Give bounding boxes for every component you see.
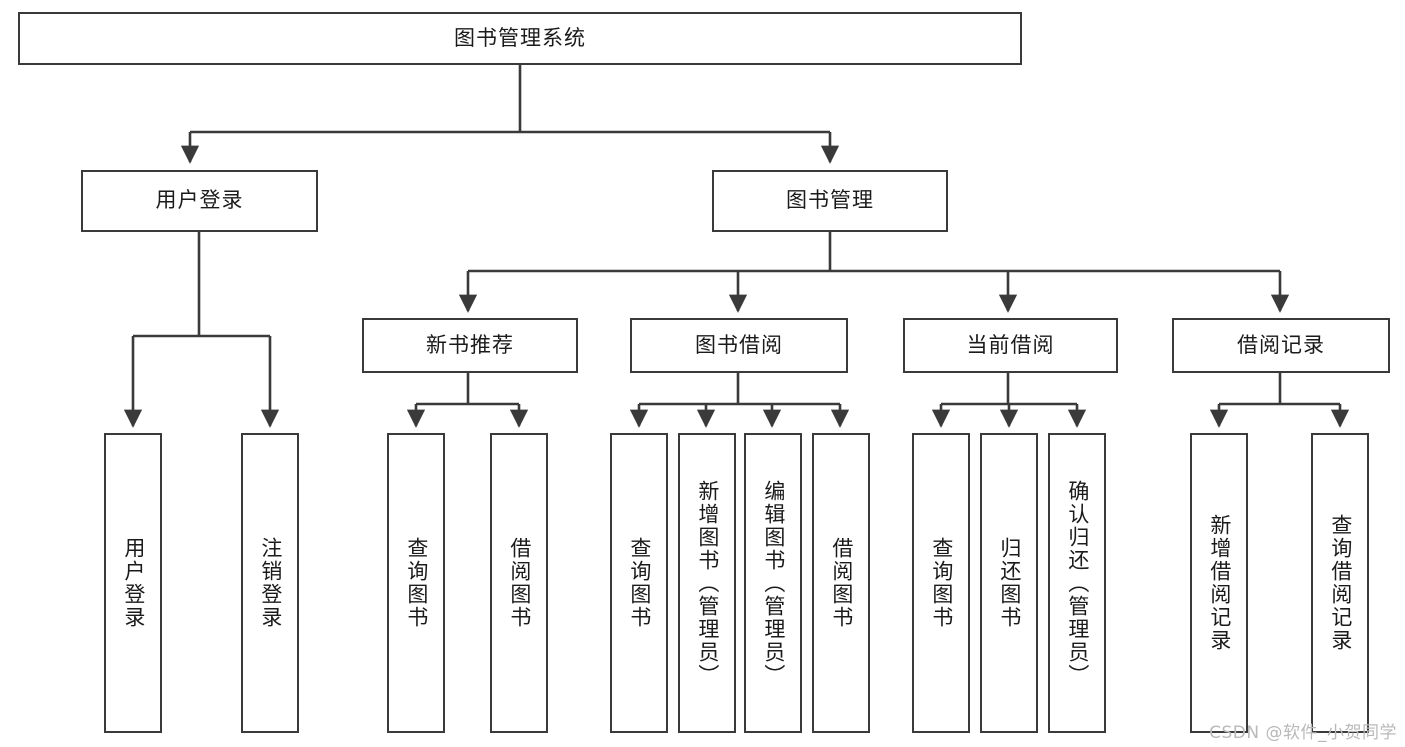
node-book-borrow[interactable]: 图书借阅 — [630, 318, 848, 373]
leaf-borrow-edit-book-label: 编辑图书（管理员） — [761, 479, 786, 687]
leaf-borrow-borrow-book[interactable]: 借阅图书 — [812, 433, 870, 733]
node-user-login[interactable]: 用户登录 — [81, 170, 318, 232]
leaf-current-confirm-return-label: 确认归还（管理员） — [1065, 479, 1090, 687]
leaf-new-book-borrow[interactable]: 借阅图书 — [490, 433, 548, 733]
leaf-user-login-signout[interactable]: 注销登录 — [241, 433, 299, 733]
leaf-user-login-signout-label: 注销登录 — [258, 537, 283, 629]
leaf-record-add[interactable]: 新增借阅记录 — [1190, 433, 1248, 733]
leaf-record-add-label: 新增借阅记录 — [1207, 514, 1232, 652]
node-root-system[interactable]: 图书管理系统 — [18, 12, 1022, 65]
leaf-new-book-query-label: 查询图书 — [404, 537, 429, 629]
node-borrow-record-label: 借阅记录 — [1237, 332, 1325, 357]
node-borrow-record[interactable]: 借阅记录 — [1172, 318, 1390, 373]
leaf-borrow-add-book-label: 新增图书（管理员） — [695, 479, 720, 687]
leaf-current-confirm-return[interactable]: 确认归还（管理员） — [1048, 433, 1106, 733]
node-new-book-recommend-label: 新书推荐 — [426, 332, 514, 357]
node-current-borrow[interactable]: 当前借阅 — [903, 318, 1118, 373]
leaf-current-return-book-label: 归还图书 — [997, 537, 1022, 629]
node-new-book-recommend[interactable]: 新书推荐 — [362, 318, 578, 373]
leaf-current-return-book[interactable]: 归还图书 — [980, 433, 1038, 733]
node-user-login-label: 用户登录 — [155, 188, 244, 213]
leaf-current-query-book-label: 查询图书 — [929, 537, 954, 629]
leaf-new-book-query[interactable]: 查询图书 — [387, 433, 445, 733]
leaf-current-query-book[interactable]: 查询图书 — [912, 433, 970, 733]
node-current-borrow-label: 当前借阅 — [966, 332, 1055, 357]
leaf-borrow-query-book[interactable]: 查询图书 — [610, 433, 668, 733]
leaf-borrow-borrow-book-label: 借阅图书 — [829, 537, 854, 629]
leaf-borrow-query-book-label: 查询图书 — [627, 537, 652, 629]
node-book-management[interactable]: 图书管理 — [712, 170, 948, 232]
leaf-record-query-label: 查询借阅记录 — [1328, 514, 1353, 652]
leaf-new-book-borrow-label: 借阅图书 — [507, 537, 532, 629]
leaf-user-login-signin-label: 用户登录 — [121, 537, 146, 629]
leaf-borrow-edit-book[interactable]: 编辑图书（管理员） — [744, 433, 802, 733]
node-book-borrow-label: 图书借阅 — [695, 332, 783, 357]
leaf-borrow-add-book[interactable]: 新增图书（管理员） — [678, 433, 736, 733]
node-root-system-label: 图书管理系统 — [454, 25, 586, 50]
leaf-user-login-signin[interactable]: 用户登录 — [104, 433, 162, 733]
node-book-management-label: 图书管理 — [786, 188, 874, 213]
leaf-record-query[interactable]: 查询借阅记录 — [1311, 433, 1369, 733]
